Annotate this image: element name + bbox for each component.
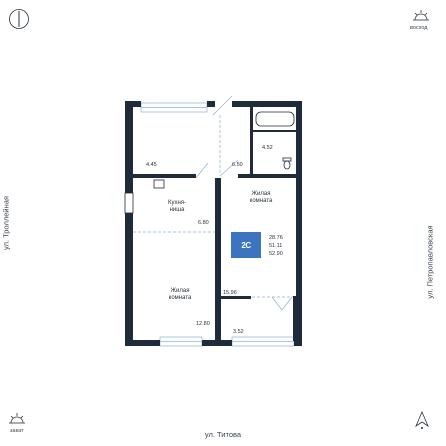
total-area: 51.11 <box>269 243 283 249</box>
apartment-type-text: 2С <box>241 240 251 250</box>
apartment-stats: 28.76 51.11 52.90 <box>269 234 283 258</box>
compass-north-icon <box>8 8 30 30</box>
kitchen-area: 6.80 <box>198 220 209 226</box>
kitchen-label: Кухня- ниша <box>167 200 187 213</box>
bath-fixtures <box>124 111 295 214</box>
plan-walls <box>125 101 302 346</box>
living2-area: 15.96 <box>223 290 237 296</box>
living-area: 28.76 <box>269 235 283 241</box>
apartment-type-badge: 2С <box>231 232 261 258</box>
street-bottom-label: ул. Титова <box>204 430 242 439</box>
living2-label: Жилая комната <box>249 191 273 204</box>
logo-icon <box>412 410 432 430</box>
hall-area: 4.45 <box>146 162 157 168</box>
compass-east-label: восход <box>410 25 428 31</box>
bath-area: 4.52 <box>262 145 273 151</box>
sunset-icon <box>8 411 26 425</box>
sunrise-icon <box>412 8 430 22</box>
balcony-area: 3.52 <box>233 329 244 335</box>
corridor-area: 6.50 <box>232 162 243 168</box>
living1-area: 12.80 <box>196 321 210 327</box>
compass-west-label: закат <box>10 428 24 434</box>
plan-thin-lines <box>133 95 300 347</box>
full-area: 52.90 <box>269 251 283 257</box>
living1-label: Жилая комната <box>168 288 192 301</box>
